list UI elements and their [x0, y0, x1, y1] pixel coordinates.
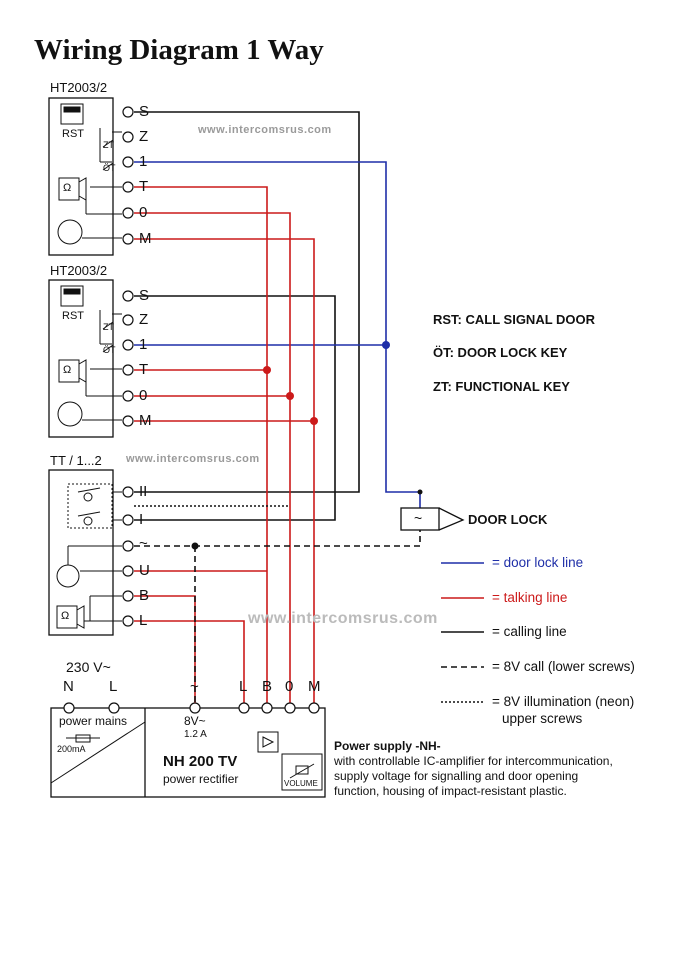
terminal-label: ~: [139, 535, 148, 552]
voltage-label: 8V~: [184, 714, 206, 728]
legend-8v-call: = 8V call (lower screws): [492, 659, 635, 674]
legend-8v-illumination: = 8V illumination (neon): [492, 694, 635, 709]
rst-label: RST: [62, 310, 84, 322]
watermark: www.intercomsrus.com: [198, 124, 332, 136]
ohm-label: Ω: [63, 364, 72, 376]
zt-label: ZT: [103, 140, 114, 150]
unit-2-box: [48, 279, 114, 438]
door-lock-symbol: [400, 507, 465, 531]
definition-zt: ZT: FUNCTIONAL KEY: [433, 379, 570, 394]
ohm-label: Ω: [63, 182, 72, 194]
model-sub-label: power rectifier: [163, 772, 239, 786]
watermark: www.intercomsrus.com: [126, 453, 260, 465]
terminal-label: Z: [139, 128, 149, 145]
terminal-out-l: L: [239, 678, 248, 695]
legend-door-lock-line: = door lock line: [492, 555, 584, 570]
current-label: 1.2 A: [184, 729, 207, 740]
unit-1-internals: [57, 103, 122, 245]
terminal-label: B: [139, 587, 150, 604]
ot-label: ÖT: [103, 345, 116, 355]
watermark: www.intercomsrus.com: [248, 610, 438, 627]
page-title: Wiring Diagram 1 Way: [34, 34, 324, 66]
unit-1-label: HT2003/2: [50, 80, 108, 95]
power-mains-label: power mains: [59, 714, 128, 728]
fuse-label: 200mA: [57, 744, 86, 754]
power-supply-symbols: [50, 721, 323, 791]
mains-voltage: 230 V~: [66, 659, 111, 675]
power-supply-box: [50, 707, 326, 798]
terminal-label: 1: [139, 153, 148, 170]
model-label: NH 200 TV: [163, 753, 238, 770]
terminal-label: 0: [139, 204, 148, 221]
terminals: [63, 106, 320, 714]
power-supply-desc-line: function, housing of impact-resistant pl…: [334, 784, 567, 798]
terminal-n: N: [63, 678, 74, 695]
ohm-label: Ω: [61, 610, 70, 622]
terminal-label: T: [139, 178, 149, 195]
door-lock-label: DOOR LOCK: [468, 512, 548, 527]
power-supply-desc-line: with controllable IC-amplifier for inter…: [334, 754, 613, 768]
terminal-label: Z: [139, 311, 149, 328]
terminal-label: S: [139, 103, 150, 120]
terminal-out-m: M: [308, 678, 321, 695]
terminal-label: M: [139, 412, 152, 429]
terminal-label: I: [139, 511, 144, 528]
unit-3-internals: [56, 483, 122, 629]
terminal-ac: ~: [190, 678, 199, 695]
terminal-label: U: [139, 562, 150, 579]
terminal-out-0: 0: [285, 678, 294, 695]
definition-rst: RST: CALL SIGNAL DOOR: [433, 312, 596, 327]
volume-label: VOLUME: [284, 779, 318, 788]
unit-1-box: [48, 97, 114, 256]
unit-3-label: TT / 1...2: [50, 453, 102, 468]
terminal-label: 0: [139, 387, 148, 404]
legend-calling-line: = calling line: [492, 624, 567, 639]
terminal-l: L: [109, 678, 118, 695]
ot-label: ÖT: [103, 163, 116, 173]
legend-talking-line: = talking line: [492, 590, 568, 605]
terminal-label: S: [139, 287, 150, 304]
terminal-out-b: B: [262, 678, 273, 695]
terminal-label: T: [139, 361, 149, 378]
power-supply-desc-line: supply voltage for signalling and door o…: [334, 769, 579, 783]
rst-label: RST: [62, 128, 84, 140]
unit-2-internals: [57, 285, 122, 427]
definition-ot: ÖT: DOOR LOCK KEY: [433, 345, 568, 360]
unit-3-box: [48, 469, 114, 636]
terminal-label: M: [139, 230, 152, 247]
terminal-label: L: [139, 612, 148, 629]
power-supply-desc-title: Power supply -NH-: [334, 739, 441, 753]
junctions: [191, 341, 423, 550]
terminal-label: 1: [139, 336, 148, 353]
unit-2-label: HT2003/2: [50, 263, 108, 278]
legend-8v-illumination-sub: upper screws: [502, 711, 583, 726]
legend-lines: [441, 562, 484, 703]
terminal-label: II: [139, 483, 148, 500]
door-lock-symbol-text: ~: [414, 510, 423, 526]
zt-label: ZT: [103, 322, 114, 332]
